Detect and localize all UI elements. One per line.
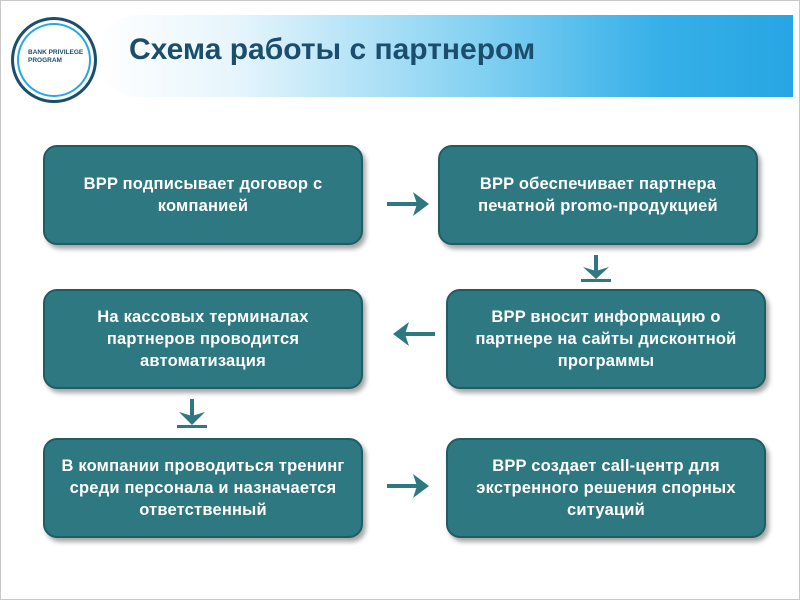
step-box-1: BPP подписывает договор с компанией	[43, 145, 363, 245]
arrow-right-icon	[387, 471, 431, 501]
step-box-2: BPP обеспечивает партнера печатной promo…	[438, 145, 758, 245]
step-box-4: На кассовых терминалах партнеров проводи…	[43, 289, 363, 389]
logo-text: BANK PRIVILEGE PROGRAM	[28, 49, 84, 64]
step-box-5: В компании проводиться тренинг среди пер…	[43, 438, 363, 538]
step-box-6: BPP создает call-центр для экстренного р…	[446, 438, 766, 538]
bank-privilege-logo: BANK PRIVILEGE PROGRAM	[11, 17, 97, 103]
page-title: Схема работы с партнером	[129, 33, 536, 66]
arrow-down-icon	[581, 255, 611, 283]
header-banner	[97, 15, 793, 97]
arrow-right-icon	[387, 189, 431, 219]
arrow-left-icon	[391, 319, 435, 349]
arrow-down-icon	[177, 399, 207, 429]
step-box-3: BPP вносит информацию о партнере на сайт…	[446, 289, 766, 389]
